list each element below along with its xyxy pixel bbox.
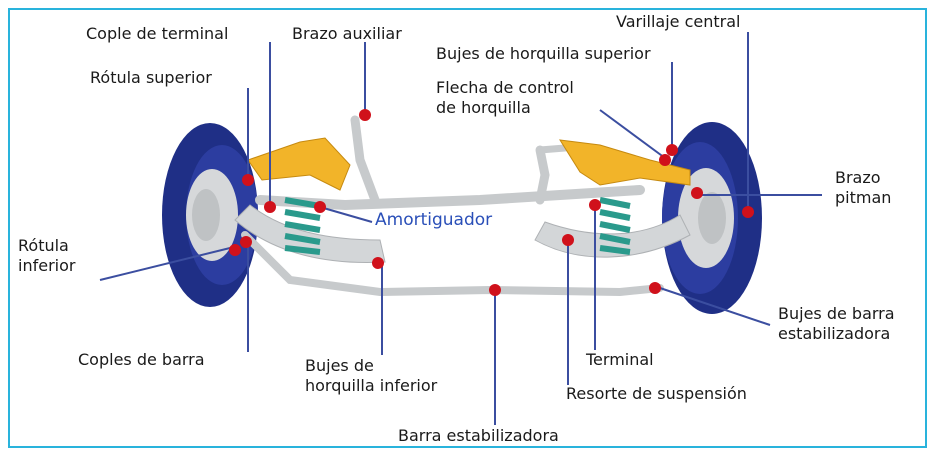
label-brazo-pitman: Brazo pitman [835, 168, 891, 208]
upper-control-arms [248, 138, 690, 190]
marker-resorte-suspension [562, 234, 574, 246]
label-amortiguador: Amortiguador [375, 210, 492, 230]
marker-brazo-auxiliar [359, 109, 371, 121]
marker-bujes-horquilla-superior [666, 144, 678, 156]
label-terminal: Terminal [586, 350, 654, 370]
marker-varillaje-central [742, 206, 754, 218]
label-rotula-superior: Rótula superior [90, 68, 212, 88]
label-brazo-auxiliar: Brazo auxiliar [292, 24, 402, 44]
marker-bujes-horquilla-inferior [372, 257, 384, 269]
label-coples-barra: Coples de barra [78, 350, 205, 370]
marker-bujes-barra-estabilizadora [649, 282, 661, 294]
marker-barra-estabilizadora [489, 284, 501, 296]
marker-rotula-inferior [229, 244, 241, 256]
label-flecha-control: Flecha de control de horquilla [436, 78, 574, 118]
label-bujes-horquilla-inferior: Bujes de horquilla inferior [305, 356, 437, 396]
marker-coples-barra [240, 236, 252, 248]
marker-terminal [589, 199, 601, 211]
marker-amortiguador [314, 201, 326, 213]
label-resorte-suspension: Resorte de suspensión [566, 384, 747, 404]
marker-brazo-pitman [691, 187, 703, 199]
label-cople-terminal: Cople de terminal [86, 24, 228, 44]
label-rotula-inferior: Rótula inferior [18, 236, 75, 276]
label-bujes-horquilla-superior: Bujes de horquilla superior [436, 44, 651, 64]
marker-flecha-control [659, 154, 671, 166]
label-varillaje-central: Varillaje central [616, 12, 740, 32]
marker-rotula-superior [242, 174, 254, 186]
label-bujes-barra-estabilizadora: Bujes de barra estabilizadora [778, 304, 895, 344]
marker-cople-terminal [264, 201, 276, 213]
label-barra-estabilizadora: Barra estabilizadora [398, 426, 559, 446]
